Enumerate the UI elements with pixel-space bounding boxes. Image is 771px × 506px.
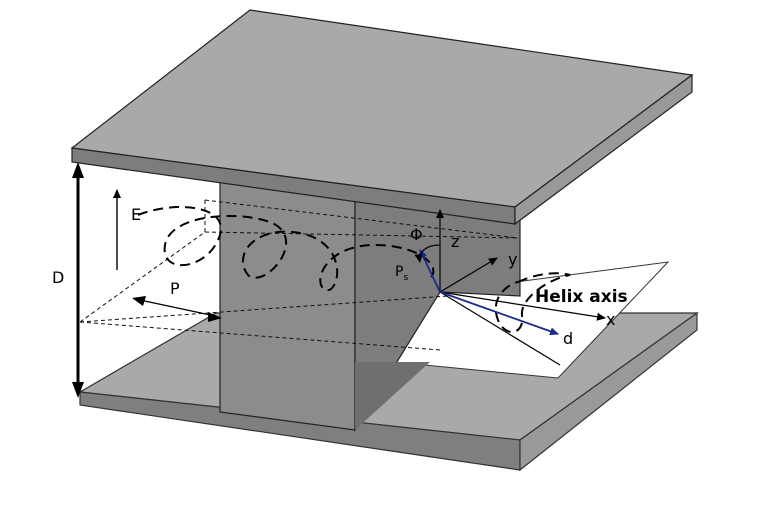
top-plate [70,9,694,226]
label-ps: Ps [395,264,408,283]
label-d-vector: d [563,329,573,348]
label-ps-sub: s [403,273,408,283]
blue-vectors [419,249,559,336]
label-y: y [508,250,517,269]
label-d-spacing: D [52,268,64,287]
label-ps-main: P [395,264,403,280]
helix-coil [137,206,571,333]
dashed-guides [79,199,521,351]
label-helix-axis: Helix axis [535,287,628,307]
label-z: z [451,232,459,251]
pitch-arrow [132,296,222,322]
coordinate-axes [436,209,606,321]
helix-axis-line [439,291,561,366]
phi-arc [414,244,441,263]
label-e: E [131,205,141,224]
label-p: P [170,279,180,298]
label-phi: Φ [410,225,423,244]
label-x: x [606,310,615,329]
left-wall [219,179,356,431]
d-spacing-arrow [72,162,84,398]
